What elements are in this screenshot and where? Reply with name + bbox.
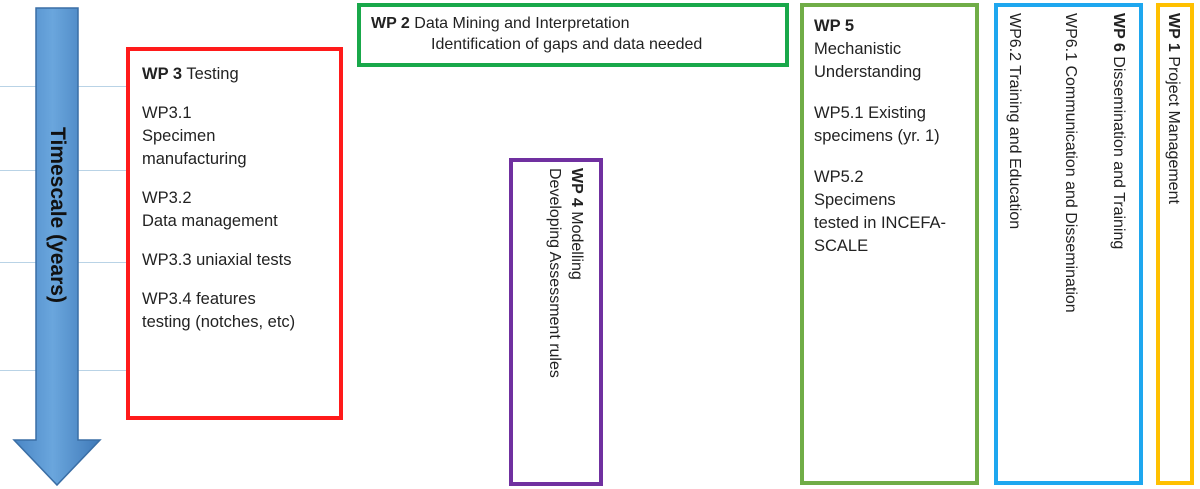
wp5-item: WP5.2 Specimens tested in INCEFA- SCALE (814, 166, 969, 258)
wp1-heading: WP 1 Project Management (1163, 13, 1184, 204)
wp3-1-label: WP3.1 (142, 104, 192, 122)
wp3-item: WP3.1 Specimen manufacturing (142, 102, 329, 171)
wp3-4-text: WP3.4 features (142, 290, 256, 308)
wp6-2-text: WP6.2 Training and Education (1006, 13, 1023, 230)
wp5-2-text: SCALE (814, 237, 869, 255)
wp5-title: Understanding (814, 63, 922, 81)
wp2-id: WP 2 (371, 15, 410, 32)
wp5-2-label: WP5.2 (814, 168, 864, 186)
wp3-2-label: WP3.2 (142, 189, 192, 207)
wp3-box: WP 3 Testing WP3.1 Specimen manufacturin… (126, 47, 343, 420)
wp1-box: WP 1 Project Management (1156, 3, 1194, 485)
wp6-title: Dissemination and Training (1110, 56, 1127, 250)
wp4-subtitle: Developing Assessment rules (546, 168, 563, 378)
wp3-item: WP3.4 features testing (notches, etc) (142, 288, 329, 334)
wp3-1-text: Specimen (142, 127, 216, 145)
wp6-id: WP 6 (1110, 13, 1127, 52)
wp2-box: WP 2 Data Mining and Interpretation Iden… (357, 3, 789, 67)
wp4-title: Modelling (568, 211, 585, 280)
wp5-box: WP 5 Mechanistic Understanding WP5.1 Exi… (800, 3, 979, 485)
wp2-subtitle: Identification of gaps and data needed (431, 36, 703, 53)
wp5-title: Mechanistic (814, 40, 902, 58)
wp4-id: WP 4 (568, 168, 585, 207)
wp3-3-text: WP3.3 uniaxial tests (142, 251, 292, 269)
wp1-title: Project Management (1165, 56, 1182, 204)
wp1-id: WP 1 (1165, 13, 1182, 52)
wp5-1-text: specimens (yr. 1) (814, 127, 940, 145)
timescale-label: Timescale (years) (46, 127, 69, 303)
wp4-heading: WP 4 Modelling (566, 168, 587, 280)
wp3-4-text: testing (notches, etc) (142, 313, 296, 331)
wp2-heading: WP 2 Data Mining and Interpretation (371, 13, 777, 34)
wp6-1-text: WP6.1 Communication and Dissemination (1062, 13, 1079, 313)
wp3-title: Testing (186, 65, 239, 83)
wp2-title: Data Mining and Interpretation (414, 15, 630, 32)
wp6-heading: WP 6 Dissemination and Training (1108, 13, 1129, 249)
wp5-item: WP5.1 Existing specimens (yr. 1) (814, 102, 969, 148)
wp5-2-text: Specimens (814, 191, 896, 209)
wp5-id: WP 5 (814, 17, 855, 35)
wp5-2-text: tested in INCEFA- (814, 214, 947, 232)
wp6-box: WP 6 Dissemination and Training WP6.1 Co… (994, 3, 1143, 485)
wp3-1-text: manufacturing (142, 150, 247, 168)
wp3-heading: WP 3 Testing (142, 63, 329, 86)
wp4-box: WP 4 Modelling Developing Assessment rul… (509, 158, 603, 486)
wp3-item: WP3.2 Data management (142, 187, 329, 233)
wp5-1-text: WP5.1 Existing (814, 104, 926, 122)
wp3-2-text: Data management (142, 212, 278, 230)
wp5-heading: WP 5 Mechanistic Understanding (814, 15, 969, 84)
wp3-item: WP3.3 uniaxial tests (142, 249, 329, 272)
timescale-arrow (12, 7, 102, 487)
wp3-id: WP 3 (142, 65, 183, 83)
